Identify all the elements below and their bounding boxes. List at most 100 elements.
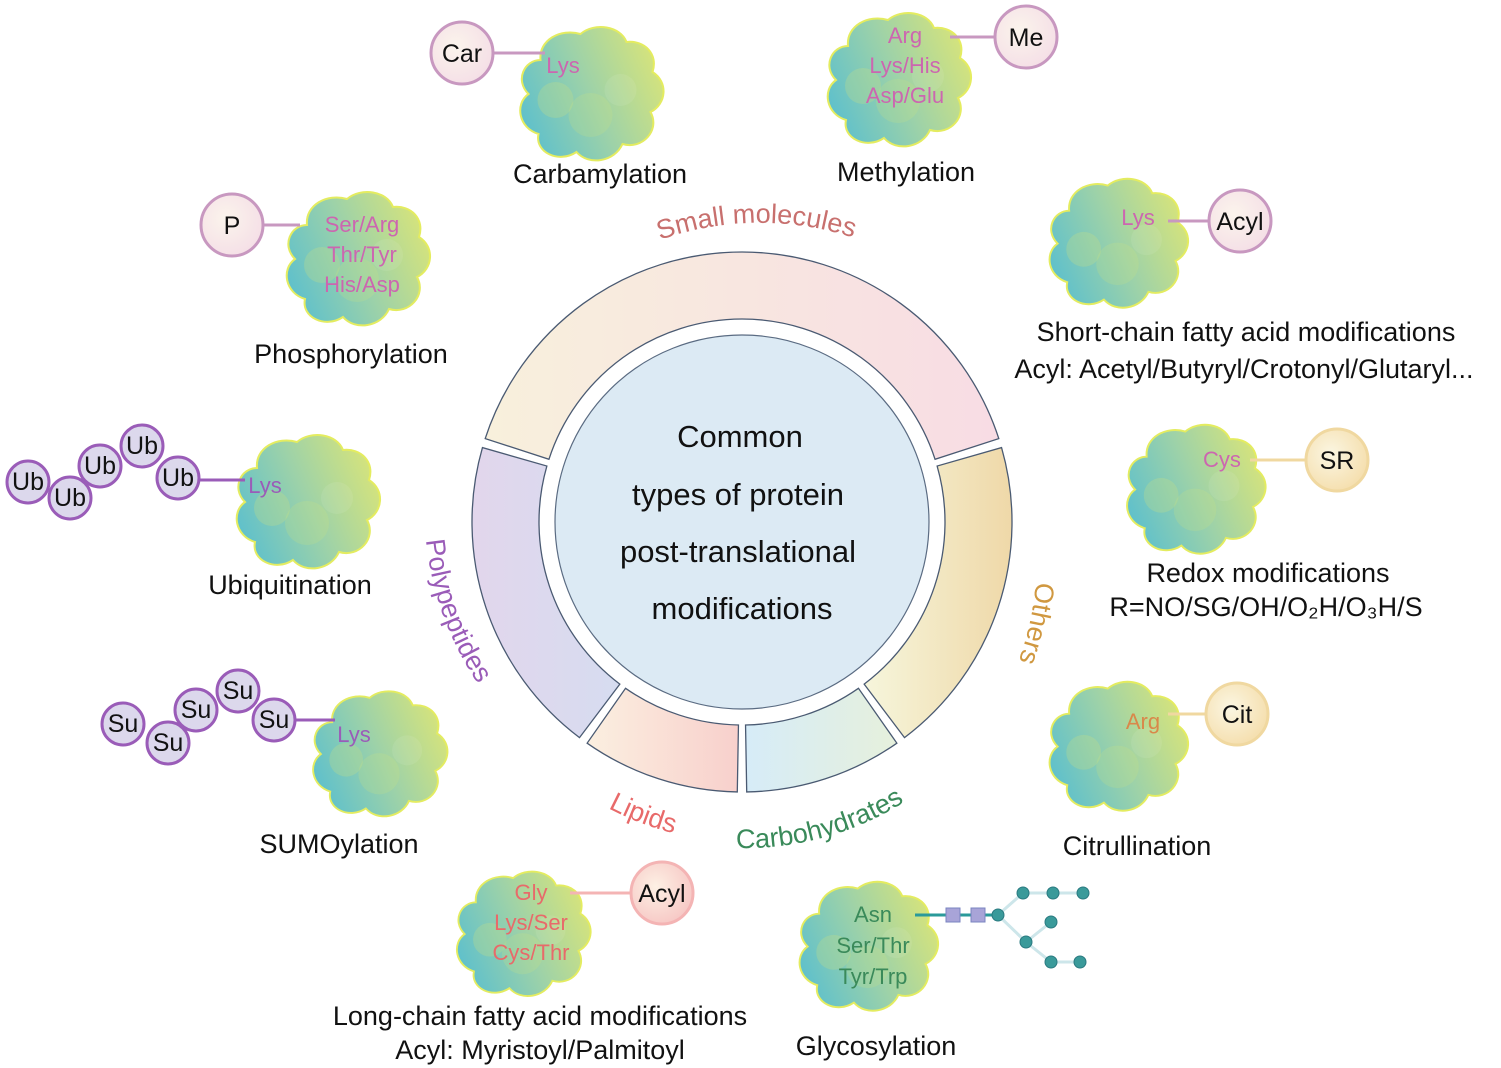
carbamylation-residue: Lys xyxy=(546,53,579,78)
glycan-chain-icon xyxy=(915,886,1090,969)
citrullination-item: Cit Arg Citrullination xyxy=(1048,680,1270,861)
citrulline-group-label: Cit xyxy=(1222,701,1253,729)
citrullination-residue: Arg xyxy=(1126,709,1160,734)
category-label-small-molecules: Small molecules xyxy=(653,199,861,246)
ubiquitination-residue: Lys xyxy=(248,473,281,498)
center-circle xyxy=(554,334,930,710)
category-label-others: Others xyxy=(1013,581,1060,668)
phosphorylation-residue: His/Asp xyxy=(324,272,400,297)
protein-blob-icon xyxy=(235,433,382,570)
sumoylation-label: SUMOylation xyxy=(259,829,418,859)
short-chain-detail: Acyl: Acetyl/Butyryl/Crotonyl/Glutaryl..… xyxy=(1014,354,1473,384)
protein-blob-icon xyxy=(1048,177,1190,309)
citrulline-group-icon xyxy=(1204,681,1270,747)
ring-segment-small xyxy=(484,251,1000,461)
ubiquitin-label: Ub xyxy=(126,432,158,460)
phosphate-group-label: P xyxy=(224,212,241,240)
long-chain-detail: Acyl: Myristoyl/Palmitoyl xyxy=(395,1035,685,1065)
short-chain-label: Short-chain fatty acid modifications xyxy=(1037,317,1456,347)
long-chain-residue: Lys/Ser xyxy=(494,910,568,935)
acyl-group-icon xyxy=(1207,188,1273,254)
phosphorylation-label: Phosphorylation xyxy=(254,339,448,369)
protein-blob-icon xyxy=(1048,680,1190,812)
methyl-group-label: Me xyxy=(1009,24,1044,52)
protein-blob-icon xyxy=(519,25,665,162)
center-title-line-4: modifications xyxy=(652,591,833,626)
ubiquitin-label: Ub xyxy=(12,468,44,496)
ubiquitin-icon xyxy=(155,455,201,501)
long-chain-residue: Cys/Thr xyxy=(493,940,570,965)
phosphorylation-residue: Ser/Arg xyxy=(325,212,400,237)
short-chain-residue: Lys xyxy=(1121,205,1154,230)
sumo-label: Su xyxy=(223,677,254,705)
protein-blob-icon xyxy=(312,690,449,818)
center-title-line-2: types of protein xyxy=(632,477,844,512)
redox-detail: R=NO/SG/OH/O₂H/O₃H/S xyxy=(1109,592,1422,622)
ring-segment-poly xyxy=(471,446,621,739)
long-chain-acyl-item: Acyl Gly Lys/Ser Cys/Thr Long-chain fatt… xyxy=(333,860,747,1065)
sumo-label: Su xyxy=(108,710,139,738)
protein-blob-icon xyxy=(1126,423,1267,555)
methylation-residue: Asp/Glu xyxy=(866,83,944,108)
phosphate-group-icon xyxy=(199,192,265,258)
methyl-group-icon xyxy=(993,4,1059,70)
sumo-label: Su xyxy=(259,706,290,734)
glycosylation-residue: Asn xyxy=(854,902,892,927)
carbamyl-group-icon xyxy=(429,20,495,86)
methylation-item: Me Arg Lys/His Asp/Glu Methylation xyxy=(826,4,1059,187)
long-chain-residue: Gly xyxy=(515,880,548,905)
center-title: Common types of protein post-translation… xyxy=(620,419,856,626)
phosphorylation-residue: Thr/Tyr xyxy=(327,242,397,267)
sumo-icon xyxy=(215,668,261,714)
glycosylation-residue: Ser/Thr xyxy=(836,933,909,958)
methylation-residue: Arg xyxy=(888,23,922,48)
acyl-group-label: Acyl xyxy=(1216,208,1263,236)
citrullination-label: Citrullination xyxy=(1063,831,1212,861)
sumo-icon xyxy=(251,697,297,743)
carbamylation-label: Carbamylation xyxy=(513,159,687,189)
acyl-group-label: Acyl xyxy=(638,880,685,908)
glycosylation-label: Glycosylation xyxy=(796,1031,957,1061)
center-title-line-3: post-translational xyxy=(620,534,856,569)
ubiquitin-icon xyxy=(119,423,165,469)
short-chain-acyl-item: Acyl Lys Short-chain fatty acid modifica… xyxy=(1014,177,1474,384)
carbamyl-group-label: Car xyxy=(442,40,482,68)
sumo-label: Su xyxy=(153,729,184,757)
thiol-group-label: SR xyxy=(1320,447,1355,475)
methylation-residue: Lys/His xyxy=(869,53,940,78)
methylation-label: Methylation xyxy=(837,157,975,187)
ubiquitination-label: Ubiquitination xyxy=(208,570,372,600)
ubiquitin-icon xyxy=(77,443,123,489)
glycosylation-item: Asn Ser/Thr Tyr/Trp Glycosylation xyxy=(796,880,1090,1061)
ubiquitin-icon xyxy=(5,459,51,505)
redox-residue: Cys xyxy=(1203,447,1241,472)
ubiquitin-label: Ub xyxy=(84,452,116,480)
sumoylation-residue: Lys xyxy=(337,722,370,747)
center-title-line-1: Common xyxy=(677,419,803,454)
ubiquitin-icon xyxy=(47,475,93,521)
phosphorylation-item: P Ser/Arg Thr/Tyr His/Asp Phosphorylatio… xyxy=(199,190,448,369)
sumo-label: Su xyxy=(181,696,212,724)
ring-segment-carbo xyxy=(744,687,898,793)
ring-segment-lipids xyxy=(586,687,740,793)
sumo-icon xyxy=(173,687,219,733)
thiol-group-icon xyxy=(1304,427,1370,493)
carbamylation-item: Car Lys Carbamylation xyxy=(429,20,687,189)
acyl-group-icon xyxy=(629,860,695,926)
redox-item: SR Cys Redox modifications R=NO/SG/OH/O₂… xyxy=(1109,423,1423,622)
sumo-icon xyxy=(100,701,146,747)
category-label-lipids: Lipids xyxy=(605,787,680,840)
sumo-icon xyxy=(145,720,191,766)
glycosylation-residue: Tyr/Trp xyxy=(839,964,908,989)
category-ring xyxy=(471,251,1013,793)
ring-segment-others xyxy=(863,446,1013,739)
long-chain-label: Long-chain fatty acid modifications xyxy=(333,1001,747,1031)
ubiquitin-label: Ub xyxy=(162,464,194,492)
ubiquitin-label: Ub xyxy=(54,484,86,512)
redox-label: Redox modifications xyxy=(1146,558,1389,588)
